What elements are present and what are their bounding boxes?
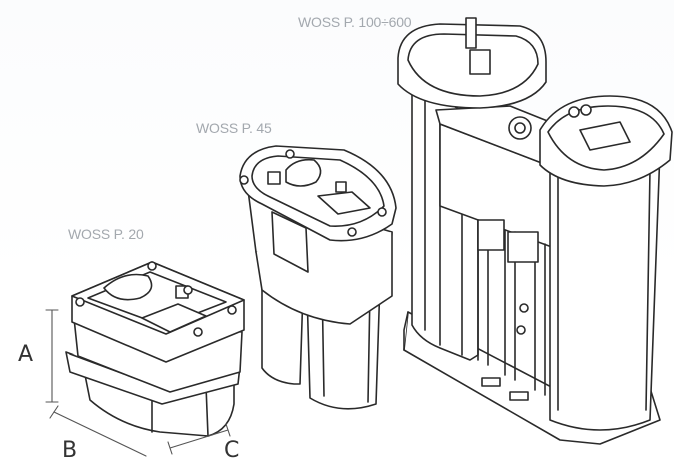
dimension-label-a: A bbox=[18, 342, 34, 367]
medium-separator-drawing bbox=[239, 145, 397, 410]
dimension-lines bbox=[45, 309, 231, 457]
small-separator-drawing bbox=[65, 261, 245, 437]
model-label-small: WOSS P. 20 bbox=[68, 226, 144, 242]
model-label-medium: WOSS P. 45 bbox=[196, 120, 272, 136]
dimension-label-b: B bbox=[62, 438, 78, 463]
large-separator-drawing bbox=[397, 17, 673, 445]
model-label-large: WOSS P. 100÷600 bbox=[298, 14, 412, 30]
dimension-label-c: C bbox=[224, 438, 240, 463]
